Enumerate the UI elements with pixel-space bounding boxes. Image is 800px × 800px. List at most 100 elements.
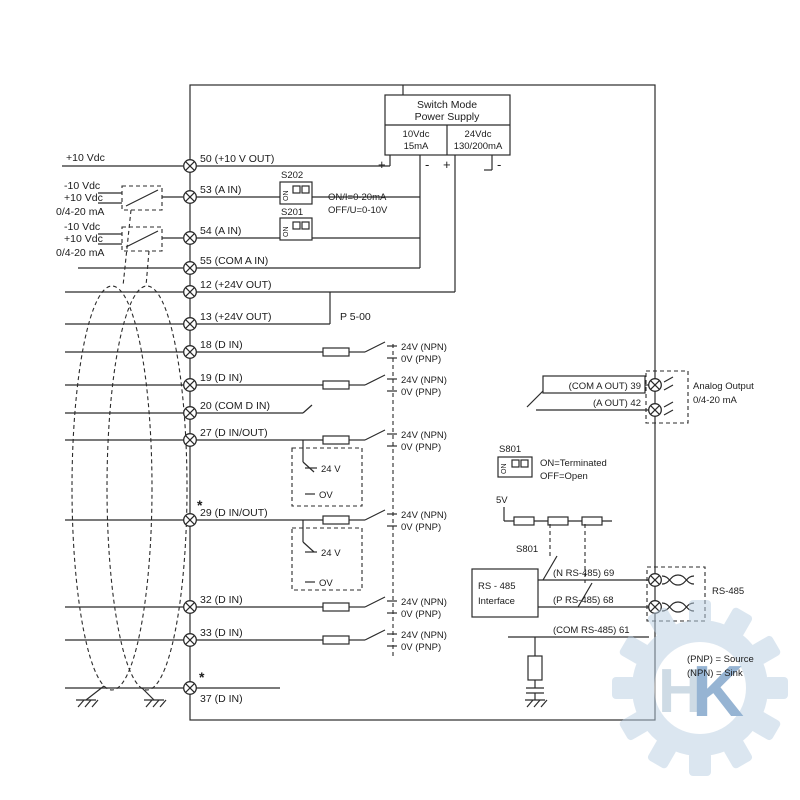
terminal-13-icon [183,317,197,331]
s202-note-line2: OFF/U=0-10V [328,205,388,216]
s201-on-label: ON [283,227,290,238]
psu-10v-current: 15mA [404,141,429,152]
psu-24v-plus-sign: + [443,157,451,172]
digital-channel-32: 24V (NPN) 0V (PNP) [65,596,447,620]
label-minus10vdc-54: -10 Vdc [64,221,100,233]
ch33-pnp-label: 0V (PNP) [401,642,441,653]
label-minus10vdc-53: -10 Vdc [64,180,100,192]
param-5-00-label: P 5-00 [340,311,371,323]
terminal-18-label: 18 (D IN) [200,339,243,351]
drive-enclosure-outline [189,84,656,721]
digital-input-section: P 5-00 24V (NPN) 0V (PNP) 24V (NPN) 0V (… [65,311,447,689]
digital-channel-29: 24V (NPN) 0V (PNP) 24 V OV [65,509,447,591]
terminal-55-label: 55 (COM A IN) [200,255,268,267]
terminal-50-icon [183,159,197,173]
s801-on-label: ON [501,464,508,475]
terminal-block-left: 50 (+10 V OUT) 53 (A IN) 54 (A IN) 55 (C… [183,153,274,705]
terminal-37-label: 37 (D IN) [200,693,243,705]
terminal-54-icon [183,231,197,245]
rs485-section: RS - 485 Interface (N RS-485) 69 (P RS-4… [471,566,744,708]
dip-switch-s201: S201 ON [279,207,313,241]
p-rs485-label: (P RS-485) 68 [553,595,614,606]
terminal-33-icon [183,633,197,647]
ch27-npn-label: 24V (NPN) [401,430,447,441]
s201-label: S201 [281,207,303,218]
s801-label: S801 [499,444,521,455]
psu-24v-current: 130/200mA [454,141,503,152]
label-current-53: 0/4-20 mA [56,206,104,218]
terminal-13-label: 13 (+24V OUT) [200,311,272,323]
ch19-npn-label: 24V (NPN) [401,375,447,386]
ch27-source-select-box [291,447,363,507]
legend-npn-sink: (NPN) = Sink [687,668,743,679]
psu-10v-plus-sign: + [378,157,386,172]
label-current-54: 0/4-20 mA [56,247,104,259]
s801-lower-label: S801 [516,544,538,555]
s202-label: S202 [281,170,303,181]
pullup-network: 5V S801 [496,495,612,608]
terminal-37-asterisk: * [199,669,205,685]
analog-input-section: +10 Vdc -10 Vdc +10 Vdc 0/4-20 mA -10 Vd… [56,152,420,269]
ch27-pnp-label: 0V (PNP) [401,442,441,453]
com-rs485-label: (COM RS-485) 61 [553,625,630,636]
terminal-12-icon [183,285,197,299]
switch-mode-power-supply: Switch Mode Power Supply 10Vdc 15mA 24Vd… [378,85,511,292]
terminal-12-label: 12 (+24V OUT) [200,279,272,291]
psu-24v-minus-sign: - [497,157,501,172]
terminal-42-icon [648,403,662,417]
ch29-24v-label: 24 V [321,548,341,559]
terminal-54-label: 54 (A IN) [200,225,241,237]
terminal-20-icon [183,406,197,420]
terminal-39-icon [648,378,662,392]
dip-switch-s801: S801 ON ON=Terminated OFF=Open [497,444,607,482]
ch32-pnp-label: 0V (PNP) [401,609,441,620]
gear-watermark-icon: H K [612,600,788,776]
terminal-27-icon [183,433,197,447]
terminal-32-icon [183,600,197,614]
ground-icon [75,699,99,708]
ch29-pnp-label: 0V (PNP) [401,522,441,533]
dip-switch-s202: S202 ON [279,170,313,205]
cable-shield [71,209,188,708]
label-plus10vdc-50: +10 Vdc [66,152,105,164]
5v-label: 5V [496,495,508,506]
s801-note-line2: OFF=Open [540,471,588,482]
digital-channel-33: 24V (NPN) 0V (PNP) [65,629,447,653]
terminal-29-asterisk: * [197,497,203,513]
s202-note-line1: ON/I=0-20mA [328,192,387,203]
analog-output-title-line2: 0/4-20 mA [693,395,737,406]
psu-10v-minus-sign: - [425,157,429,172]
terminal-29-icon [183,513,197,527]
terminal-55-icon [183,261,197,275]
ch18-npn-label: 24V (NPN) [401,342,447,353]
rs485-interface-box [471,568,539,618]
ch33-npn-label: 24V (NPN) [401,630,447,641]
supply-24v-wires [65,291,455,325]
ch27-24v-label: 24 V [321,464,341,475]
rs485-interface-line1: RS - 485 [478,581,516,592]
ch27-0v-label: OV [319,490,333,501]
pnp-npn-legend: (PNP) = Source (NPN) = Sink [687,654,754,679]
ch29-0v-label: OV [319,578,333,589]
ground-icon [524,699,548,708]
rs485-connector-box [646,566,706,622]
ground-icon [143,699,167,708]
rs485-label: RS-485 [712,586,744,597]
terminal-29-label: 29 (D IN/OUT) [200,507,268,519]
digital-channel-19: 24V (NPN) 0V (PNP) [65,374,447,398]
terminal-37-icon [183,681,197,695]
terminal-20-label: 20 (COM D IN) [200,400,270,412]
psu-10v-label: 10Vdc [403,129,430,140]
terminal-19-icon [183,378,197,392]
shield-clamp-54 [121,226,163,252]
watermark-letter-h: H [658,657,703,726]
n-rs485-label: (N RS-485) 69 [553,568,614,579]
terminal-33-label: 33 (D IN) [200,627,243,639]
s202-on-label: ON [283,191,290,202]
analog-output-title-line1: Analog Output [693,381,754,392]
terminal-18-icon [183,345,197,359]
digital-channel-27: 24V (NPN) 0V (PNP) 24 V OV [65,429,447,507]
analog-output-section: (COM A OUT) 39 (A OUT) 42 Analog Output … [526,370,754,424]
ch29-npn-label: 24V (NPN) [401,510,447,521]
